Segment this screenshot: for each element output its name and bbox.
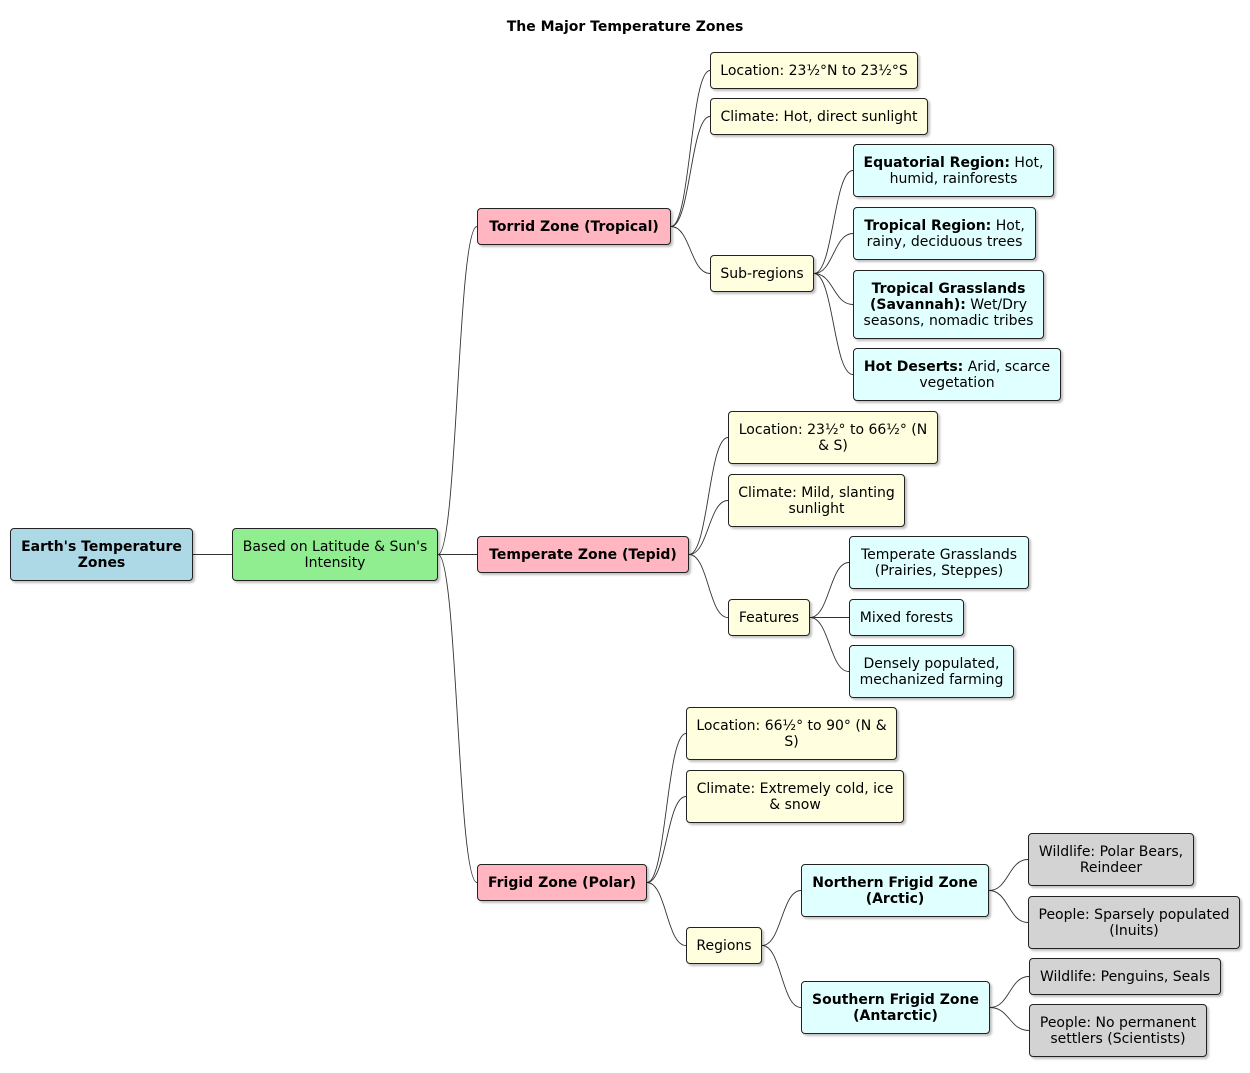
torrid-zone-node: Torrid Zone (Tropical) [477,208,671,245]
connector-line [989,976,1030,1008]
connector-line [688,554,729,618]
frigid-regions-node: Regions [686,927,762,964]
southern-people-label: People: No permanent settlers (Scientist… [1039,1014,1197,1047]
connector-line [809,617,850,672]
southern-wildlife-node: Wildlife: Penguins, Seals [1029,958,1221,995]
frigid-zone-label: Frigid Zone (Polar) [487,874,637,891]
connector-line [813,170,854,274]
connector-line [813,233,854,274]
temperate-features-node: Features [728,599,810,636]
tropical-region-title: Tropical Region: [864,217,992,234]
tropical-grasslands-label: Tropical Grasslands (Savannah): Wet/Dry … [860,281,1037,329]
temperate-grasslands-label: Temperate Grasslands (Prairies, Steppes) [860,546,1018,579]
connector-line [688,437,729,555]
temperate-zone-node: Temperate Zone (Tepid) [477,536,689,573]
tropical-grasslands-node: Tropical Grasslands (Savannah): Wet/Dry … [853,270,1044,339]
connector-line [988,890,1029,923]
torrid-climate-node: Climate: Hot, direct sunlight [710,98,928,135]
connector-line [761,890,802,946]
temperate-zone-label: Temperate Zone (Tepid) [489,546,677,563]
frigid-location-node: Location: 66½° to 90° (N & S) [686,707,897,760]
torrid-location-node: Location: 23½°N to 23½°S [710,52,918,89]
temperate-features-label: Features [738,609,800,626]
mixed-forests-label: Mixed forests [859,609,954,626]
connector-line [761,945,802,1008]
connector-line [670,226,711,274]
temperate-location-label: Location: 23½° to 66½° (N & S) [738,421,928,454]
basis-node-label: Based on Latitude & Sun's Intensity [242,538,428,571]
diagram-title: The Major Temperature Zones [506,19,744,35]
frigid-climate-label: Climate: Extremely cold, ice & snow [696,780,894,813]
northern-wildlife-node: Wildlife: Polar Bears, Reindeer [1028,833,1194,886]
connector-line [437,554,478,883]
tropical-region-text: Hot, rainy, deciduous trees [866,217,1025,250]
tropical-grasslands-text: Wet/Dry seasons, nomadic tribes [863,296,1034,329]
northern-people-label: People: Sparsely populated (Inuits) [1038,906,1230,939]
frigid-climate-node: Climate: Extremely cold, ice & snow [686,770,904,823]
frigid-zone-node: Frigid Zone (Polar) [477,864,647,901]
connector-line [646,882,687,946]
equatorial-region-label: Equatorial Region: Hot, humid, rainfores… [860,155,1047,187]
northern-frigid-zone-label: Northern Frigid Zone (Arctic) [812,874,978,907]
northern-people-node: People: Sparsely populated (Inuits) [1028,896,1240,949]
southern-frigid-zone-node: Southern Frigid Zone (Antarctic) [801,981,990,1034]
connector-line [437,226,478,555]
mechanized-farming-label: Densely populated, mechanized farming [859,655,1004,688]
torrid-zone-label: Torrid Zone (Tropical) [489,218,659,235]
torrid-subregions-node: Sub-regions [710,255,814,292]
tropical-grasslands-title: Tropical Grasslands (Savannah): [870,280,1026,313]
connector-line [646,796,687,883]
hot-deserts-node: Hot Deserts: Arid, scarce vegetation [853,348,1061,401]
connector-line [670,116,711,227]
basis-node: Based on Latitude & Sun's Intensity [232,528,438,581]
connector-line [670,70,711,227]
connector-line [813,273,854,375]
frigid-regions-label: Regions [696,937,752,954]
root-node-label: Earth's Temperature Zones [21,538,182,571]
connector-line [809,562,850,618]
connector-line [813,273,854,305]
connector-line [646,733,687,883]
equatorial-region-title: Equatorial Region: [863,154,1010,171]
torrid-location-label: Location: 23½°N to 23½°S [720,62,908,79]
temperate-climate-label: Climate: Mild, slanting sunlight [738,484,895,517]
southern-wildlife-label: Wildlife: Penguins, Seals [1039,968,1211,985]
root-node: Earth's Temperature Zones [10,528,193,581]
tropical-region-label: Tropical Region: Hot, rainy, deciduous t… [860,218,1029,250]
connector-line [688,500,729,555]
equatorial-region-node: Equatorial Region: Hot, humid, rainfores… [853,144,1054,197]
temperate-location-node: Location: 23½° to 66½° (N & S) [728,411,938,464]
northern-frigid-zone-node: Northern Frigid Zone (Arctic) [801,864,989,917]
southern-people-node: People: No permanent settlers (Scientist… [1029,1004,1207,1057]
mixed-forests-node: Mixed forests [849,599,964,636]
equatorial-region-text: Hot, humid, rainforests [889,154,1044,187]
mechanized-farming-node: Densely populated, mechanized farming [849,645,1014,698]
frigid-location-label: Location: 66½° to 90° (N & S) [696,717,887,750]
tropical-region-node: Tropical Region: Hot, rainy, deciduous t… [853,207,1036,260]
temperate-grasslands-node: Temperate Grasslands (Prairies, Steppes) [849,536,1029,589]
connector-line [988,859,1029,891]
connector-line [989,1007,1030,1031]
southern-frigid-zone-label: Southern Frigid Zone (Antarctic) [812,991,979,1024]
northern-wildlife-label: Wildlife: Polar Bears, Reindeer [1038,843,1184,876]
hot-deserts-text: Arid, scarce vegetation [919,358,1051,391]
hot-deserts-label: Hot Deserts: Arid, scarce vegetation [860,359,1054,391]
torrid-subregions-label: Sub-regions [720,265,804,282]
hot-deserts-title: Hot Deserts: [863,358,964,375]
torrid-climate-label: Climate: Hot, direct sunlight [720,108,918,125]
temperate-climate-node: Climate: Mild, slanting sunlight [728,474,905,527]
